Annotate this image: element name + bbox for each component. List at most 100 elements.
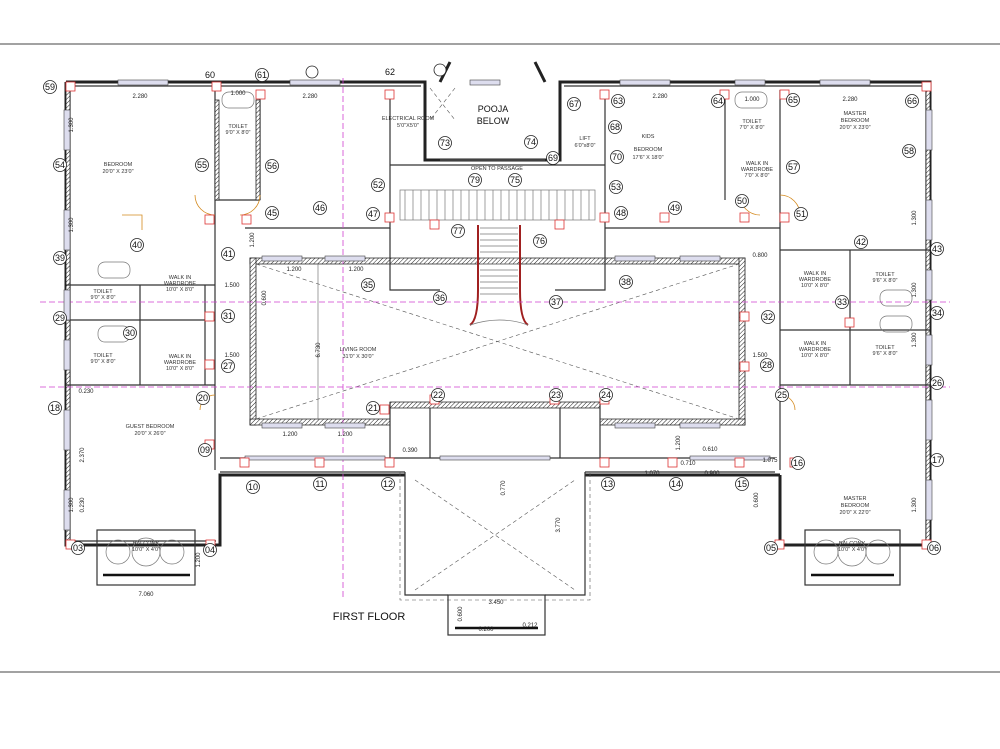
dimension-label: 1.000: [230, 91, 246, 97]
marker-circle: [381, 477, 395, 491]
grid-marker: 20: [196, 391, 210, 405]
dimension-label: 1.075: [762, 458, 778, 464]
room-name: BALCONY: [839, 541, 866, 547]
window: [925, 199, 933, 241]
window: [925, 479, 933, 521]
column-pillar: [667, 457, 678, 468]
marker-circle: [265, 206, 279, 220]
window: [324, 255, 366, 262]
column-pillar: [429, 219, 440, 230]
marker-circle: [905, 94, 919, 108]
marker-circle: [255, 68, 269, 82]
room-name: TOILET: [875, 345, 895, 351]
column-pillar: [204, 359, 215, 370]
grid-marker: [433, 63, 447, 77]
room-size: 17'6" X 18'0": [632, 155, 663, 161]
dimension-label: 0.200: [478, 627, 494, 633]
grid-marker: 60: [205, 70, 215, 80]
grid-marker: 03: [71, 541, 85, 555]
window: [925, 109, 933, 151]
room-labels: BEDROOM 20'0" X 23'0" TOILET 9'0" X 8'0"…: [91, 104, 898, 553]
window: [63, 489, 71, 531]
column-pillar: [241, 214, 252, 225]
column-pillar: [659, 212, 670, 223]
marker-circle: [508, 173, 522, 187]
marker-circle: [221, 247, 235, 261]
dimension-label: 0.212: [522, 623, 538, 629]
outer-walls: [64, 61, 932, 547]
marker-circle: [265, 159, 279, 173]
room-name: LIVING ROOM: [340, 347, 377, 353]
room-name: GUEST BEDROOM: [126, 424, 175, 430]
marker-circle: [835, 295, 849, 309]
marker-circle: [854, 235, 868, 249]
room-size: 10'0" X 8'0": [166, 287, 194, 293]
marker-label: 58: [904, 146, 914, 156]
grid-marker: 50: [735, 194, 749, 208]
dimension-label: 1.200: [282, 432, 298, 438]
marker-circle: [760, 358, 774, 372]
column-pillar: [379, 404, 390, 415]
window: [63, 339, 71, 371]
drawing-title: FIRST FLOOR: [333, 611, 406, 623]
marker-label: 16: [793, 458, 803, 468]
column-pillar: [211, 81, 222, 92]
marker-circle: [130, 238, 144, 252]
marker-label: 43: [932, 244, 942, 254]
grid-marker: 49: [668, 201, 682, 215]
dimension-label: 0.610: [702, 447, 718, 453]
grid-marker: 48: [614, 206, 628, 220]
grid-marker: 54: [53, 158, 67, 172]
room-name: WALK IN: [169, 275, 191, 281]
marker-label: 47: [368, 209, 378, 219]
grid-marker: 75: [508, 173, 522, 187]
dimension-label: 1.300: [69, 117, 75, 133]
room-name: KIDS: [642, 134, 655, 140]
grid-marker: 23: [549, 388, 563, 402]
grid-marker: 37: [549, 295, 563, 309]
room-size: 20'0" X 23'0": [839, 125, 870, 131]
marker-circle: [48, 401, 62, 415]
grid-marker: 06: [927, 541, 941, 555]
column-pillar: [204, 214, 215, 225]
grid-marker: 15: [735, 477, 749, 491]
marker-label: 18: [50, 403, 60, 413]
marker-label: 56: [267, 161, 277, 171]
column-pillar: [599, 89, 610, 100]
grid-marker: 45: [265, 206, 279, 220]
marker-circle: [930, 376, 944, 390]
column-pillar: [599, 212, 610, 223]
dimension-label: 0.230: [80, 497, 86, 513]
window: [117, 79, 169, 86]
marker-label: 73: [440, 138, 450, 148]
marker-circle: [71, 541, 85, 555]
marker-label: 37: [551, 297, 561, 307]
column-pillar: [314, 457, 325, 468]
marker-label: 09: [200, 445, 210, 455]
marker-circle: [794, 207, 808, 221]
grid-marker: 65: [786, 93, 800, 107]
grid-marker: 26: [930, 376, 944, 390]
room-name: TOILET: [93, 289, 113, 295]
marker-label: 69: [548, 153, 558, 163]
column-pillar: [239, 457, 250, 468]
grid-marker: 41: [221, 247, 235, 261]
room-size: 9'0" X 8'0": [226, 130, 251, 136]
marker-circle: [43, 80, 57, 94]
room-size: 20'0" X 23'0": [102, 169, 133, 175]
marker-circle: [791, 456, 805, 470]
grid-marker: 57: [786, 160, 800, 174]
marker-label: 40: [132, 240, 142, 250]
marker-label: 14: [671, 479, 681, 489]
marker-circle: [610, 150, 624, 164]
grid-marker: 70: [610, 150, 624, 164]
marker-circle: [711, 94, 725, 108]
marker-label: 65: [788, 95, 798, 105]
dimension-label: 1.070: [644, 471, 660, 477]
window: [614, 422, 656, 429]
marker-circle: [930, 242, 944, 256]
marker-label: 12: [383, 479, 393, 489]
marker-circle: [761, 310, 775, 324]
